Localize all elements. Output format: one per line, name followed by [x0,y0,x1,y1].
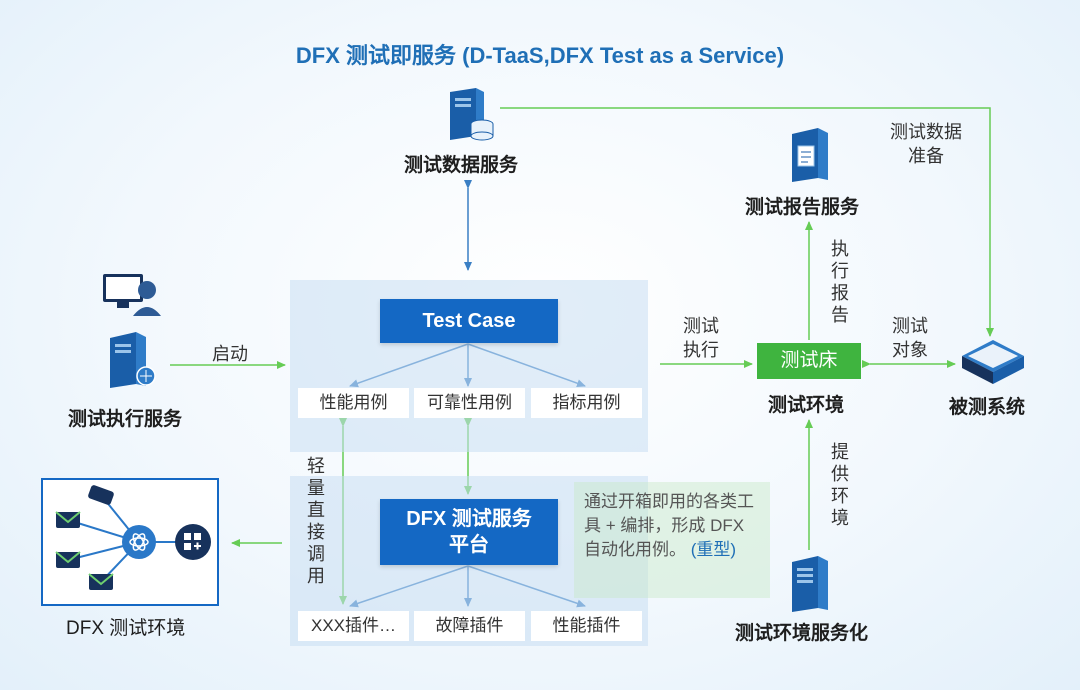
note-text: 通过开箱即用的各类工具 + 编排，形成 DFX 自动化用例。 [584,492,754,559]
dfx-test-env-label: DFX 测试环境 [66,618,186,639]
automation-note: 通过开箱即用的各类工具 + 编排，形成 DFX 自动化用例。 (重型) [574,482,770,598]
data-prep-line2: 准备 [908,146,944,166]
platform-line2: 平台 [449,534,489,556]
system-under-test-label: 被测系统 [949,397,1026,418]
test-object-line2: 对象 [892,340,928,360]
exec-report-label: 执行报告 [831,239,849,325]
test-exec-label: 测试 执行 [683,314,719,362]
user-at-computer-icon [103,270,161,323]
test-exec-service-label: 测试执行服务 [68,409,183,430]
plugin-xxx[interactable]: XXX插件… [298,611,409,641]
test-case-box[interactable]: Test Case [380,299,558,343]
test-env-service-label: 测试环境服务化 [735,623,869,644]
test-object-line1: 测试 [892,316,928,336]
case-type-metrics[interactable]: 指标用例 [531,388,642,418]
lightweight-call-label: 轻量直接调用 [307,456,325,586]
note-heavy-tag: (重型) [690,540,737,559]
start-label: 启动 [212,344,248,364]
dfx-test-env-frame [41,478,219,606]
test-report-service-label: 测试报告服务 [745,197,860,218]
data-prep-arrow [500,107,994,337]
case-type-performance[interactable]: 性能用例 [298,388,409,418]
test-exec-line2: 执行 [683,340,719,360]
report-server-icon [788,128,832,189]
node-icons [55,485,211,590]
system-under-test-icon [960,336,1026,391]
data-prep-line1: 测试数据 [890,122,962,142]
exec-server-icon [108,332,156,395]
test-object-label: 测试 对象 [892,314,928,362]
page-title: DFX 测试即服务 (D-TaaS,DFX Test as a Service) [295,43,785,68]
platform-line1: DFX 测试服务 [406,508,532,530]
provide-env-label: 提供环境 [831,442,849,528]
test-env-label: 测试环境 [768,395,845,416]
test-exec-line1: 测试 [683,316,719,336]
dfx-platform-box[interactable]: DFX 测试服务 平台 [380,499,558,565]
database-server-icon [446,88,494,149]
case-type-reliability[interactable]: 可靠性用例 [414,388,525,418]
plugin-fault[interactable]: 故障插件 [414,611,525,641]
test-data-service-label: 测试数据服务 [404,155,519,176]
data-prep-label: 测试数据 准备 [890,120,962,168]
plugin-performance[interactable]: 性能插件 [531,611,642,641]
test-bed-box[interactable]: 测试床 [757,343,861,379]
env-server-icon [788,556,832,619]
